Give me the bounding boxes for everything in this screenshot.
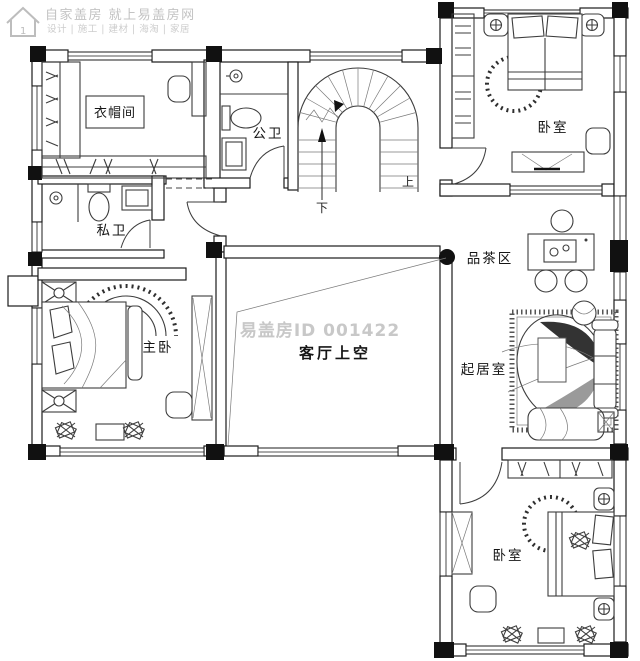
stool-icon xyxy=(95,423,125,441)
beam-dashed-lines xyxy=(166,178,214,189)
watermark-id: 易盖房ID 001422 xyxy=(240,320,400,341)
area-tea: 品茶区 xyxy=(467,209,595,293)
chair-icon xyxy=(165,391,193,419)
stair-direction-arrow xyxy=(305,100,344,200)
bed-bench-icon xyxy=(127,305,143,381)
nightstand-icon xyxy=(41,281,77,305)
tea-table-icon xyxy=(527,233,595,271)
sitting-room-label: 起居室 xyxy=(461,361,508,378)
nightstand-icon xyxy=(593,597,615,621)
chair-icon xyxy=(469,585,497,613)
desk-icon xyxy=(511,151,585,173)
stool-icon xyxy=(550,209,574,233)
door-swing[interactable] xyxy=(459,461,503,505)
nightstand-icon xyxy=(41,389,77,413)
bedroom-bottom-label: 卧室 xyxy=(493,547,524,564)
stool-icon xyxy=(564,269,588,293)
room-bedroom-top-right: 卧室 xyxy=(451,13,611,185)
shower-drain-icon xyxy=(49,191,63,205)
room-bedroom-bottom-right: 卧室 xyxy=(451,459,615,644)
stool-icon xyxy=(537,627,565,644)
public-bath-label: 公卫 xyxy=(253,126,284,142)
plant-icon xyxy=(54,421,77,440)
tea-area-label: 品茶区 xyxy=(467,251,514,267)
desk-mirror-icon xyxy=(451,511,473,575)
nightstand-icon xyxy=(593,487,615,511)
door-swing[interactable] xyxy=(249,145,285,179)
chaise-icon xyxy=(527,407,605,441)
room-sitting: 起居室 xyxy=(461,300,619,441)
plant-icon xyxy=(574,625,597,644)
brand-logo: 1 自家盖房 就上易盖房网 设计 | 施工 | 建材 | 海淘 | 家居 xyxy=(6,6,196,37)
plant-icon xyxy=(122,421,145,440)
private-bath-label: 私卫 xyxy=(97,223,128,239)
room-public-bath: 公卫 xyxy=(220,69,288,179)
door-swing[interactable] xyxy=(452,147,487,185)
master-bedroom-label: 主卧 xyxy=(143,340,174,356)
room-cloakroom: 衣帽间 xyxy=(41,61,207,179)
house-number: 1 xyxy=(20,26,26,37)
void-diagonal-lines xyxy=(227,257,447,447)
brand-services-text: 设计 | 施工 | 建材 | 海淘 | 家居 xyxy=(47,23,190,35)
sink-icon xyxy=(121,185,153,211)
stool-icon xyxy=(534,269,558,293)
wardrobe-icon xyxy=(507,459,613,479)
side-table-icon xyxy=(571,300,597,326)
room-private-bath: 私卫 xyxy=(49,183,153,249)
bed-icon xyxy=(507,13,583,91)
bedroom-top-label: 卧室 xyxy=(538,119,569,136)
room-living-void: 易盖房ID 001422 客厅上空 xyxy=(227,257,447,447)
sofa-icon xyxy=(591,319,619,419)
toilet-icon xyxy=(221,105,262,131)
house-icon xyxy=(6,6,40,37)
stairs-down-label: 下 xyxy=(316,201,328,215)
sink-icon xyxy=(221,137,247,171)
corner-table-icon xyxy=(597,411,615,433)
staircase: 下 上 xyxy=(297,67,419,215)
floor-drain-icon xyxy=(229,69,243,83)
wardrobe-icon xyxy=(451,13,475,139)
corridor-door-swing[interactable] xyxy=(186,201,222,237)
room-label-box xyxy=(85,95,145,129)
toilet-icon xyxy=(87,183,111,222)
bed-icon xyxy=(41,301,127,389)
nightstand-icon xyxy=(579,13,605,37)
plant-icon xyxy=(500,625,523,644)
nightstand-icon xyxy=(483,13,509,37)
living-void-label: 客厅上空 xyxy=(298,344,371,362)
exterior-flue xyxy=(7,275,39,307)
wardrobe-icon xyxy=(41,61,207,179)
stairs-up-label: 上 xyxy=(402,175,414,189)
room-master-bedroom: 主卧 xyxy=(41,281,213,441)
door-swing[interactable] xyxy=(120,219,151,249)
chair-icon xyxy=(585,127,611,155)
wardrobe-mirror-icon xyxy=(191,295,213,421)
structural-columns xyxy=(28,2,628,658)
brand-text: 自家盖房 就上易盖房网 xyxy=(45,7,196,23)
bed-icon xyxy=(547,511,615,597)
void-corner-column xyxy=(439,249,455,265)
cloakroom-label: 衣帽间 xyxy=(94,105,136,121)
desk-icon xyxy=(167,61,207,117)
